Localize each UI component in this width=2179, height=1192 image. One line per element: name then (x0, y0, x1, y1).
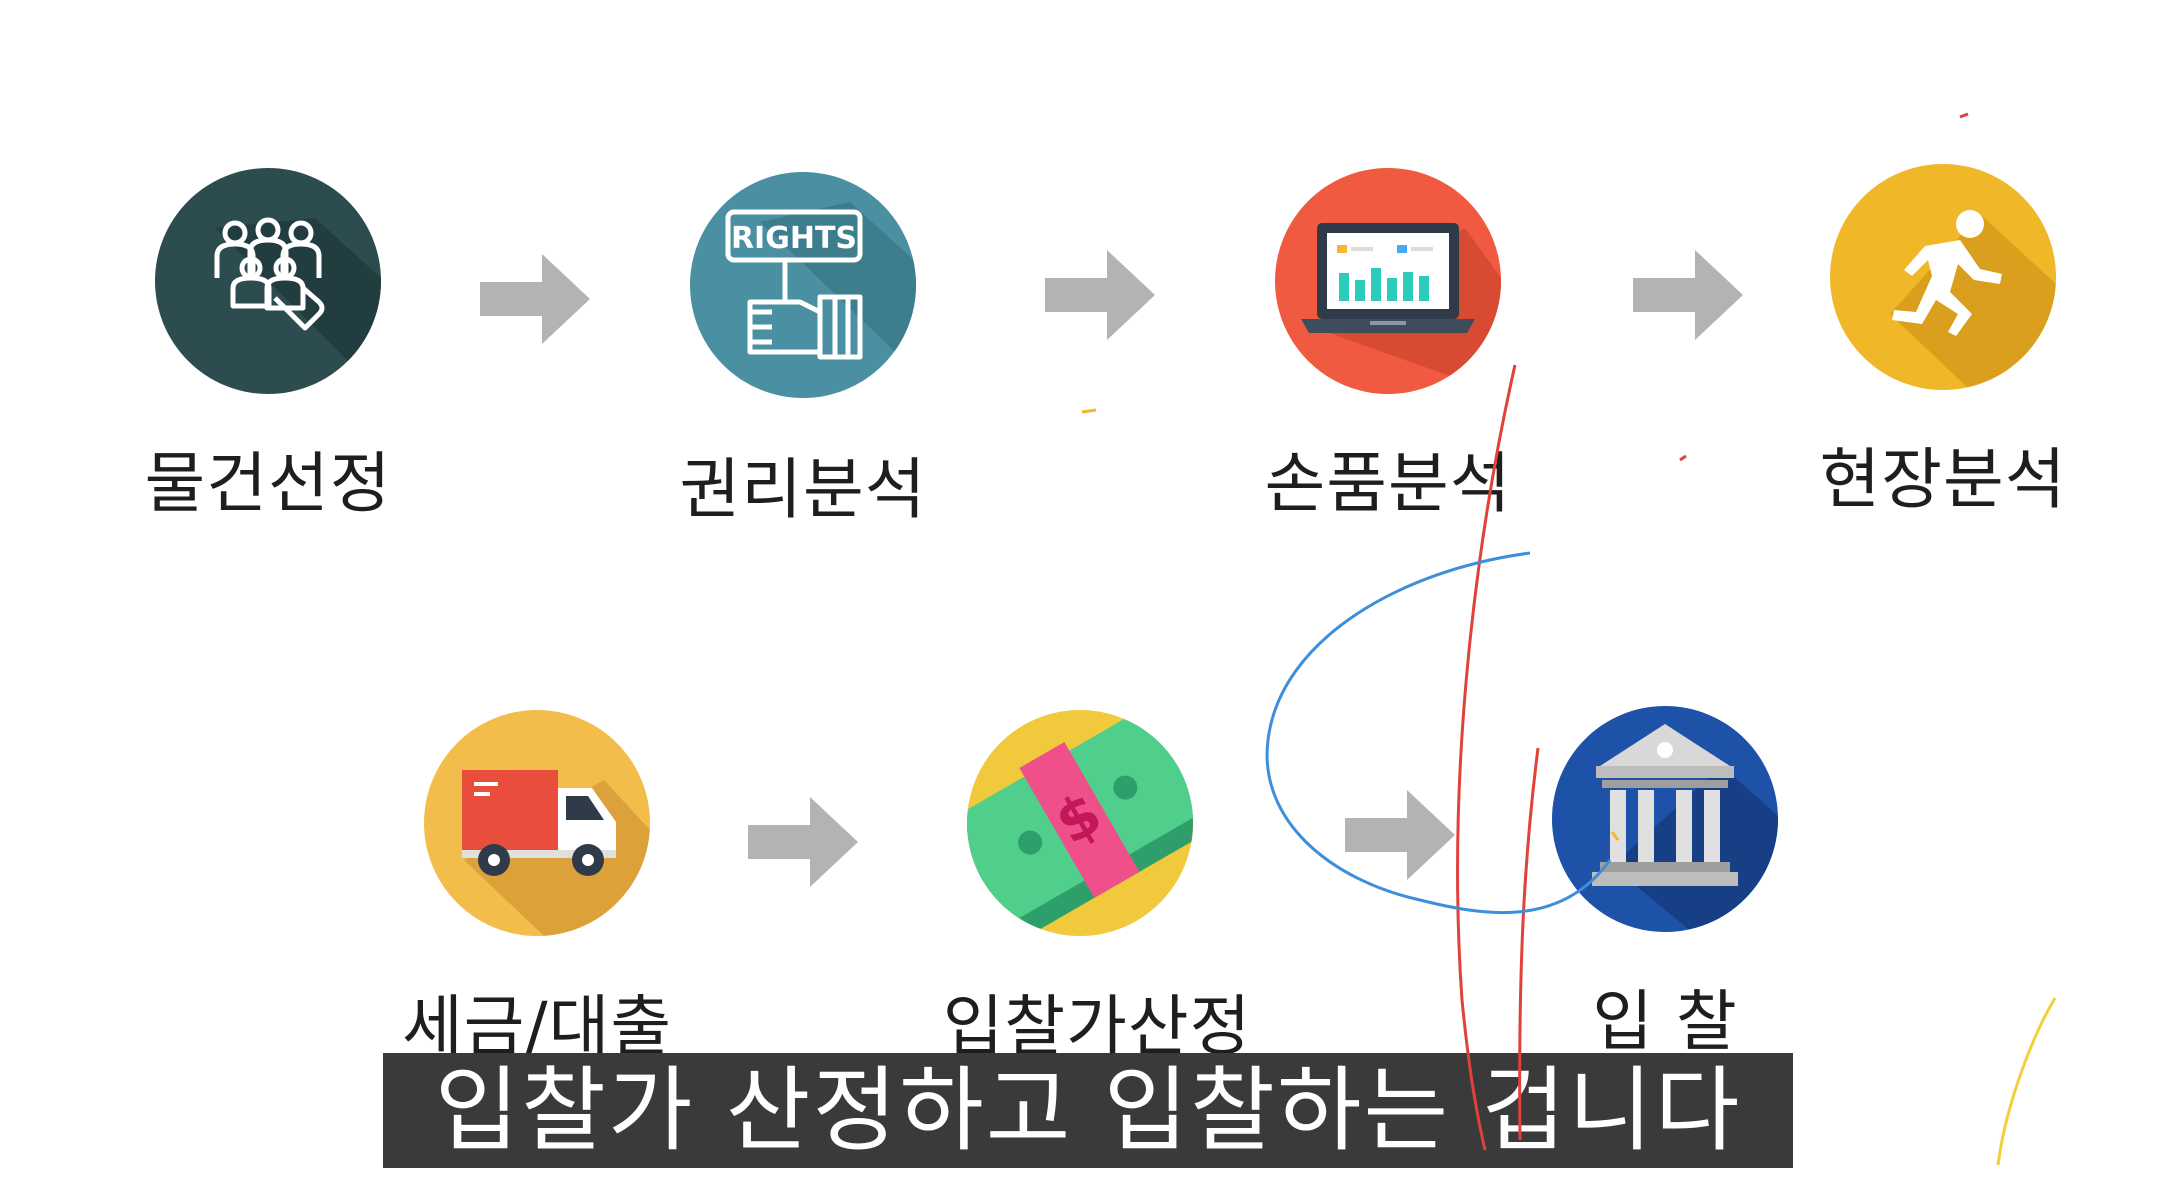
step-label-ipchal: 입 찰 (1592, 983, 1738, 1060)
arrow-right-icon (1633, 250, 1743, 340)
laptop-chart-icon (1275, 168, 1501, 394)
svg-text:RIGHTS: RIGHTS (731, 221, 857, 256)
arrow-right-icon (480, 254, 590, 344)
arrow-right-icon (1045, 250, 1155, 340)
truck-icon (424, 710, 650, 936)
step-label-gwonri: 권리분석 (679, 451, 927, 528)
rights-sign-icon: RIGHTS (690, 172, 916, 398)
subtitle-caption: 입찰가 산정하고 입찰하는 겁니다 (383, 1053, 1793, 1168)
step-label-hyeonjang: 현장분석 (1819, 441, 2067, 518)
step-label-segeum: 세금/대출 (401, 988, 673, 1065)
step-label-ipchalga: 입찰가산정 (942, 988, 1252, 1065)
running-man-icon (1830, 164, 2056, 390)
arrow-right-icon (1345, 790, 1455, 880)
people-hand-icon (155, 168, 381, 394)
money-icon: $ (967, 710, 1193, 936)
step-label-mulgeon: 물건선정 (144, 445, 392, 522)
bank-building-icon (1552, 706, 1778, 932)
arrow-right-icon (748, 797, 858, 887)
step-label-sonpum: 손품분석 (1264, 445, 1512, 522)
